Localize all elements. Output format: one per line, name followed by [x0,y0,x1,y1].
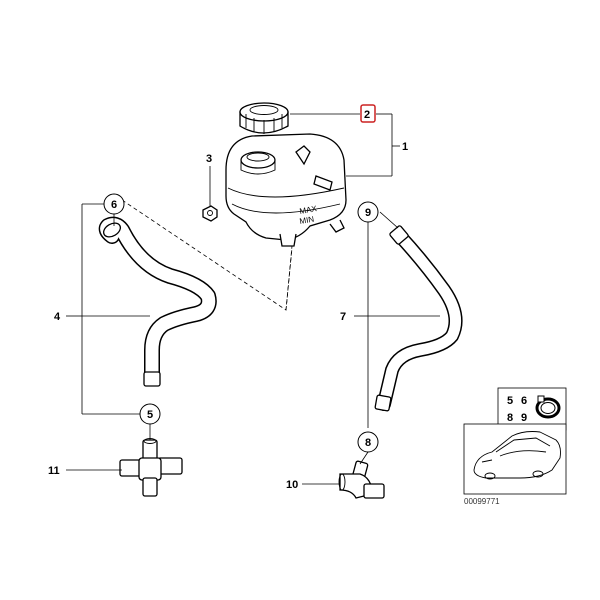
svg-text:1: 1 [402,141,408,153]
expansion-tank[interactable]: MAX MIN [225,133,347,247]
reservoir-cap[interactable] [239,102,289,134]
svg-text:8: 8 [365,437,371,449]
nut[interactable] [202,205,218,222]
svg-text:6: 6 [111,199,117,211]
callout-2[interactable]: 2 [360,104,376,123]
callout-11[interactable]: 11 [48,465,60,477]
car-reference-inset: 00099771 [463,423,567,506]
clamp-reference-inset: 5 6 8 9 [497,387,567,431]
hose-left[interactable] [98,216,217,387]
four-way-connector[interactable] [119,438,183,497]
callout-5[interactable]: 5 [139,403,161,425]
leader-lines [66,113,440,485]
inset-ref-6: 6 [521,395,527,407]
callout-3[interactable]: 3 [206,153,212,165]
callout-9[interactable]: 9 [357,201,379,223]
hose-right[interactable] [374,225,463,412]
inset-ref-8: 8 [507,412,513,424]
svg-text:3: 3 [206,153,212,165]
svg-text:4: 4 [54,311,61,323]
callout-10[interactable]: 10 [286,479,298,491]
callout-8[interactable]: 8 [357,431,379,453]
svg-text:9: 9 [365,207,371,219]
car-outline-icon [473,431,561,480]
svg-text:2: 2 [364,109,370,121]
tank-min-marking: MIN [299,215,315,226]
inset-ref-9: 9 [521,412,527,424]
callout-1[interactable]: 1 [402,141,408,153]
diagram-code: 00099771 [464,497,500,506]
callout-2-highlight [360,104,376,123]
elbow-connector[interactable] [338,460,385,499]
svg-text:11: 11 [48,465,60,477]
tank-max-marking: MAX [299,204,318,216]
inset-ref-5: 5 [507,395,513,407]
hose-clamp-icon [535,395,561,419]
svg-text:5: 5 [147,409,153,421]
svg-text:7: 7 [340,311,346,323]
svg-text:10: 10 [286,479,298,491]
callout-7[interactable]: 7 [340,311,346,323]
callout-4[interactable]: 4 [54,311,61,323]
callout-6[interactable]: 6 [103,193,125,215]
